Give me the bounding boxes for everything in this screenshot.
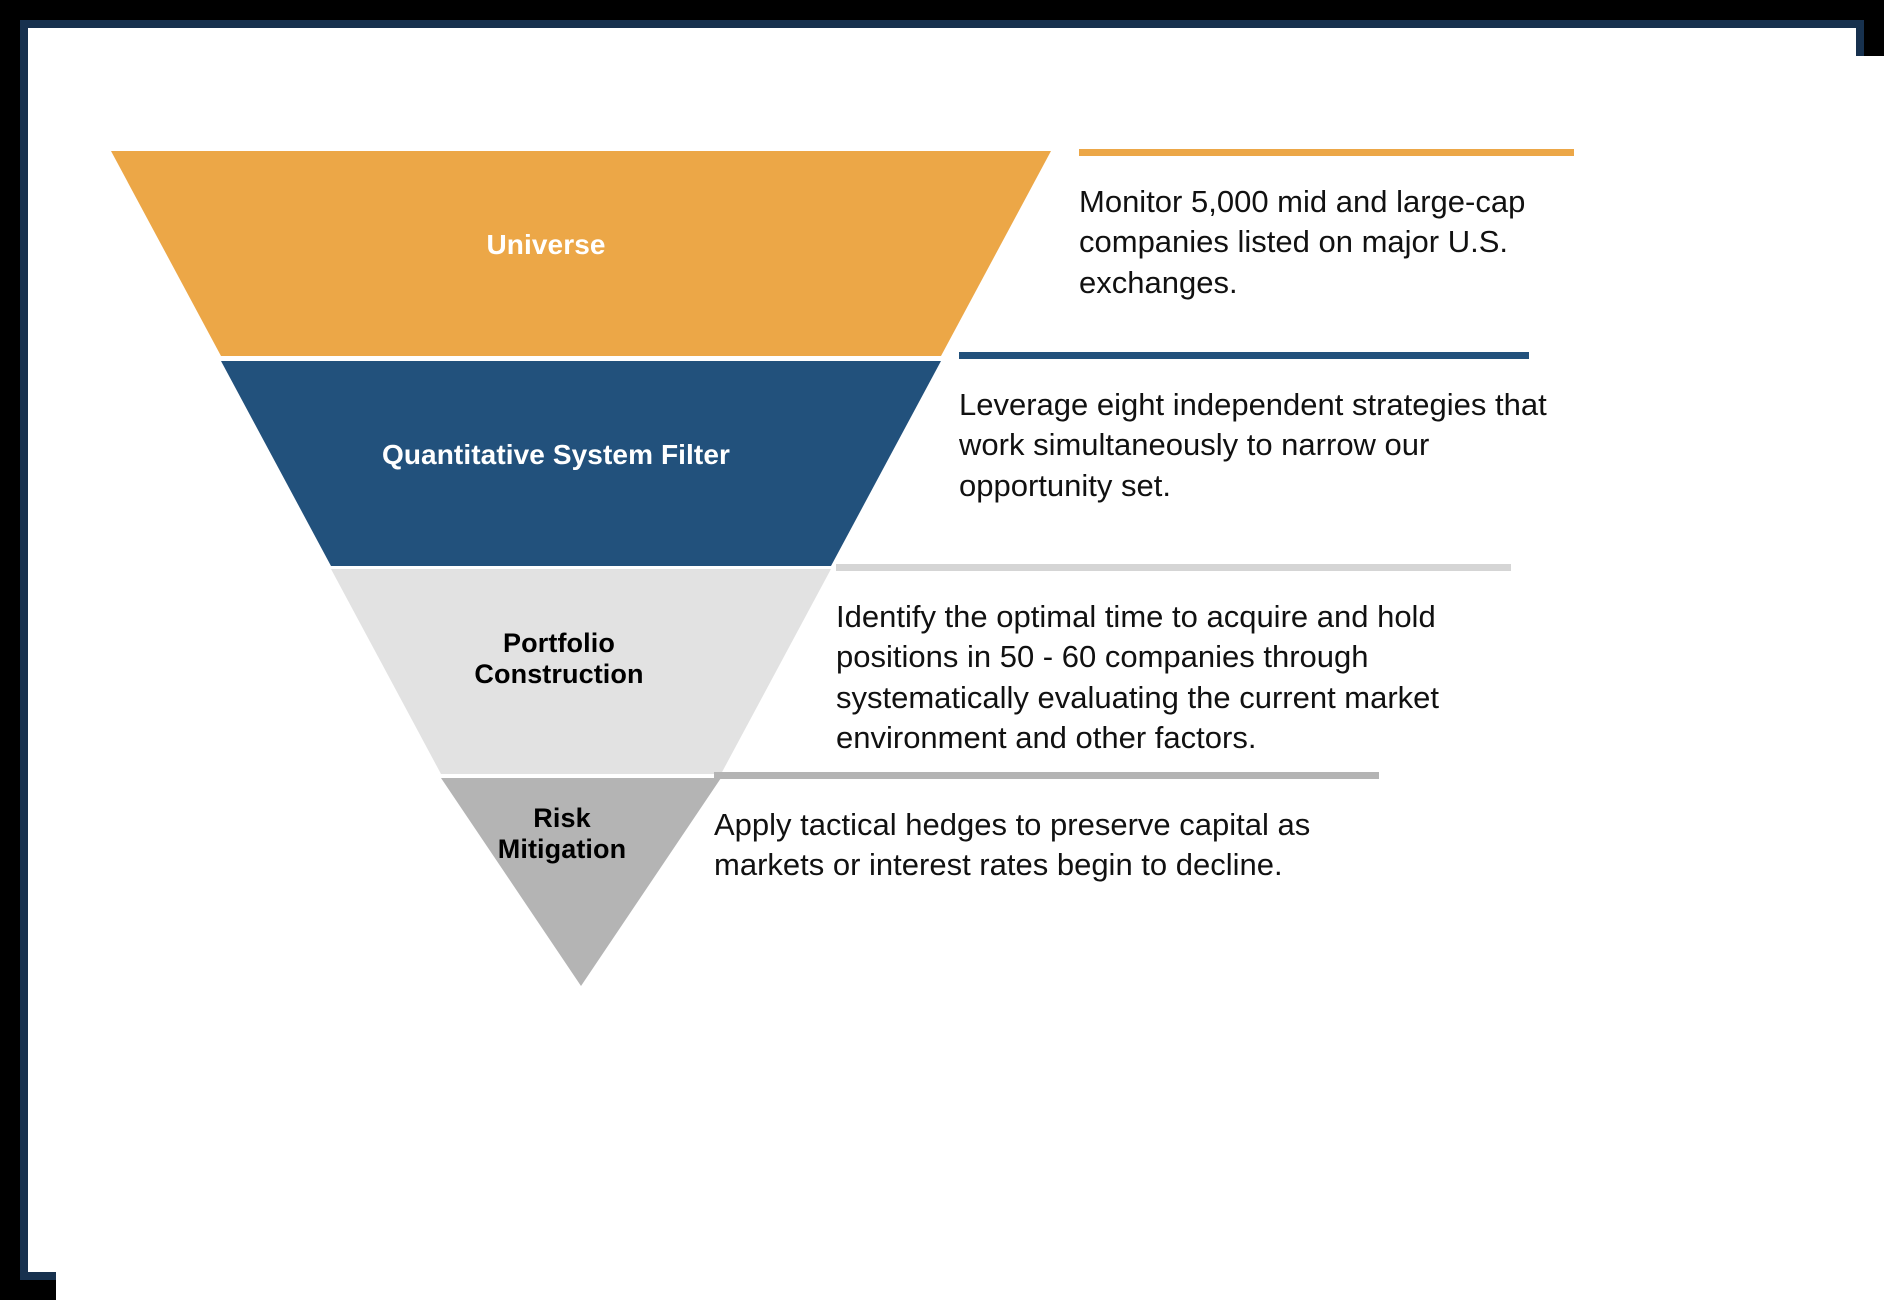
callout-portfolio-construction-rule (836, 564, 1511, 571)
callout-portfolio-construction-text: Identify the optimal time to acquire and… (836, 599, 1440, 755)
callout-risk-mitigation: Apply tactical hedges to preserve capita… (714, 772, 1389, 886)
slide-border: Universe Quantitative System Filter Port… (20, 20, 1884, 1300)
callout-quantitative-system-filter-rule (959, 352, 1529, 359)
callout-risk-mitigation-text: Apply tactical hedges to preserve capita… (714, 807, 1311, 883)
callout-universe: Monitor 5,000 mid and large-cap companie… (1079, 149, 1574, 303)
funnel-diagram: Universe Quantitative System Filter Port… (56, 56, 1116, 1056)
funnel-stage-portfolio-construction-shape (331, 569, 831, 774)
slide-canvas: Universe Quantitative System Filter Port… (56, 56, 1884, 1300)
funnel-stage-quantitative-system-filter[interactable]: Quantitative System Filter (56, 361, 1116, 566)
callout-universe-text: Monitor 5,000 mid and large-cap companie… (1079, 184, 1526, 300)
funnel-stage-universe-shape (111, 151, 1051, 356)
callout-risk-mitigation-rule (714, 772, 1379, 779)
funnel-stage-risk-mitigation-shape (441, 778, 721, 986)
callout-quantitative-system-filter: Leverage eight independent strategies th… (959, 352, 1549, 506)
callout-quantitative-system-filter-text: Leverage eight independent strategies th… (959, 387, 1547, 503)
callout-universe-rule (1079, 149, 1574, 156)
callout-portfolio-construction: Identify the optimal time to acquire and… (836, 564, 1511, 758)
funnel-stage-universe[interactable]: Universe (56, 151, 1116, 356)
funnel-stage-quantitative-system-filter-shape (221, 361, 941, 566)
